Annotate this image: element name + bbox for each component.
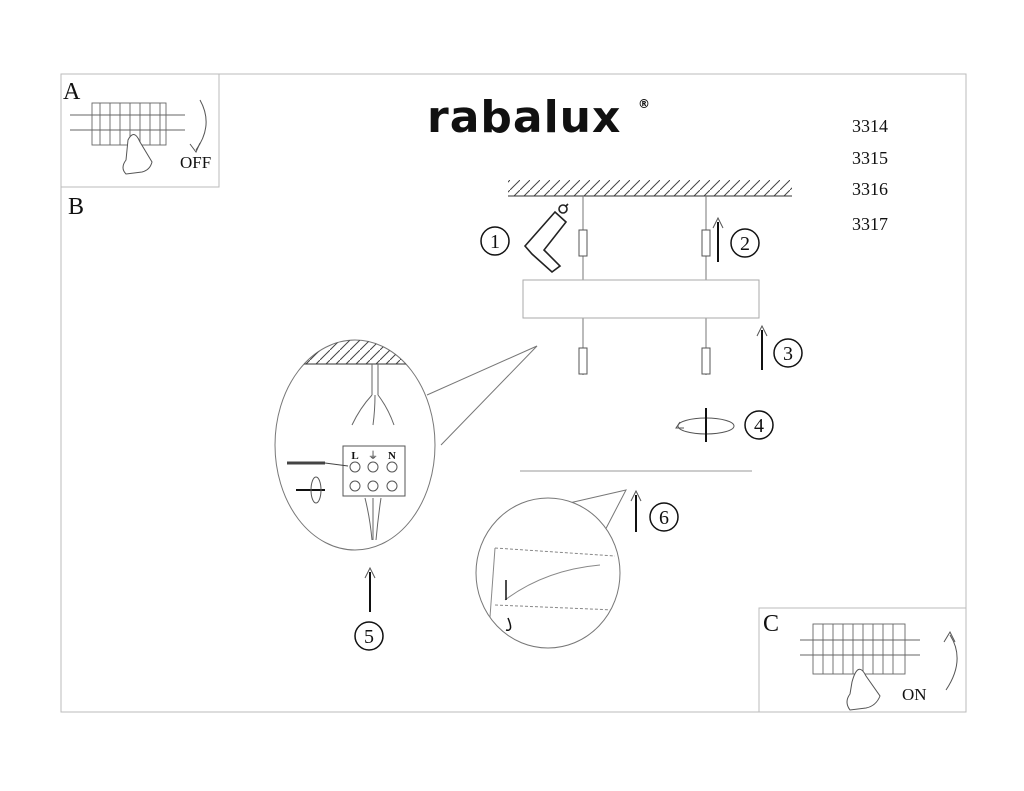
brand-trademark: ® bbox=[638, 97, 650, 111]
step-2-number: 2 bbox=[740, 233, 750, 255]
cable-gripper bbox=[578, 347, 711, 375]
step-3-number: 3 bbox=[783, 343, 793, 365]
panel-a-letter: A bbox=[63, 79, 81, 105]
switch-off-label: OFF bbox=[180, 153, 211, 172]
panel-c-letter: C bbox=[763, 611, 779, 637]
drill-icon bbox=[523, 203, 569, 274]
wiring-detail-bubble: L ⏚ N bbox=[274, 339, 538, 551]
step-1-number: 1 bbox=[490, 231, 500, 253]
step-5-marker bbox=[354, 621, 384, 651]
model-number: 3315 bbox=[852, 148, 888, 168]
canopy-plate bbox=[522, 279, 760, 319]
brand-logo: rabalux bbox=[427, 92, 621, 143]
terminal-label: N bbox=[388, 450, 396, 462]
switch-up-arrow-icon bbox=[945, 634, 958, 691]
terminal-label: L bbox=[351, 450, 358, 462]
step-4-marker bbox=[744, 410, 774, 440]
ceiling-anchor bbox=[578, 229, 711, 257]
ceiling bbox=[508, 180, 792, 197]
arrow-head-icon bbox=[364, 566, 376, 579]
arrow-head-icon bbox=[712, 216, 724, 229]
hand-icon bbox=[846, 668, 881, 711]
ground-symbol-icon: ⏚ bbox=[368, 450, 378, 462]
step-6-number: 6 bbox=[659, 507, 669, 529]
arrow-head-icon bbox=[189, 142, 201, 153]
rotate-icon bbox=[675, 408, 735, 442]
arrow-head-icon bbox=[943, 630, 956, 643]
step-5-number: 5 bbox=[364, 626, 374, 648]
panel-c: C ON bbox=[758, 607, 967, 713]
model-number: 3314 bbox=[852, 116, 888, 136]
arrow-head-icon bbox=[756, 324, 768, 337]
panel-b-letter: B bbox=[68, 194, 84, 220]
step-4-number: 4 bbox=[754, 415, 764, 437]
arrow-head-icon bbox=[630, 489, 642, 502]
panel-a: A OFF bbox=[60, 73, 220, 188]
step-2-marker bbox=[730, 228, 760, 258]
rotate-arrow-icon bbox=[505, 617, 512, 631]
diffuser-detail-bubble bbox=[475, 489, 627, 649]
step-3-marker bbox=[773, 338, 803, 368]
page-frame bbox=[60, 73, 967, 713]
hand-icon bbox=[122, 134, 153, 175]
model-number: 3316 bbox=[852, 179, 888, 199]
step-1-marker bbox=[480, 226, 510, 256]
model-number: 3317 bbox=[852, 214, 888, 234]
step-6-marker bbox=[649, 502, 679, 532]
switch-on-label: ON bbox=[902, 685, 927, 704]
